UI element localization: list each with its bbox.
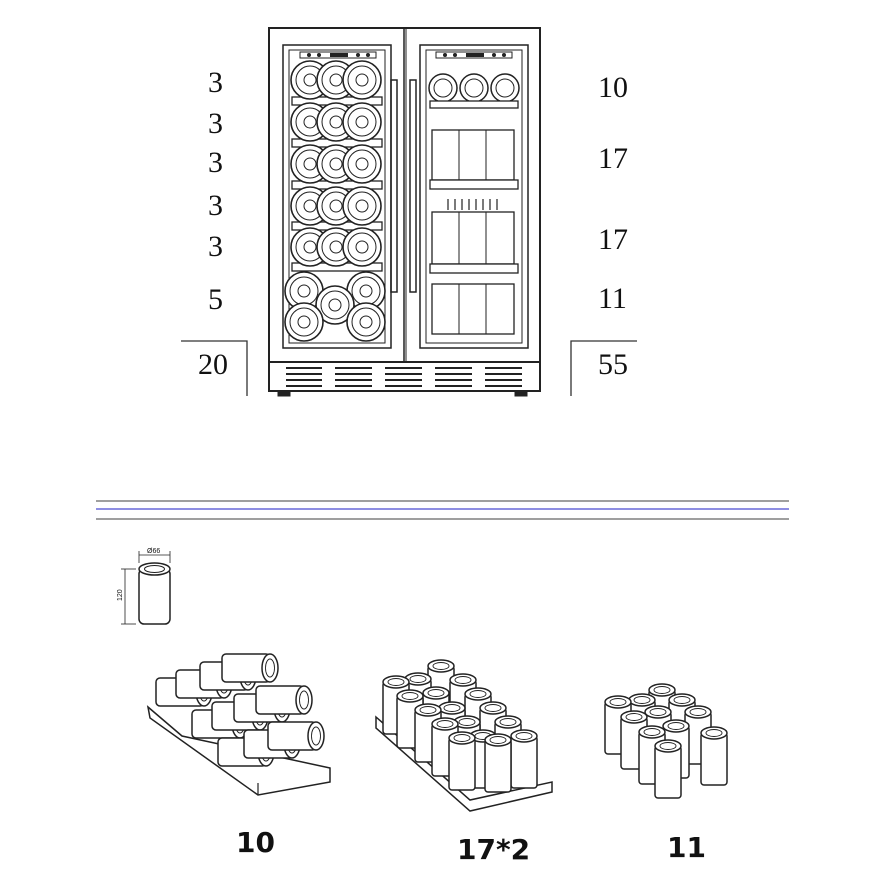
right-shelf-count-3: 17 [598, 223, 628, 256]
left-shelf-count-4: 3 [208, 189, 223, 222]
left-shelf-count-1: 3 [208, 66, 223, 99]
tray-1-capacity: 10 [236, 826, 275, 859]
can-pack-icon [604, 683, 728, 799]
left-shelf-count-5: 3 [208, 230, 223, 263]
tray-standing-cans-icon [375, 659, 553, 812]
right-shelf-count-2: 17 [598, 142, 628, 175]
right-shelf-count-1: 10 [598, 71, 628, 104]
can-diameter-label: Ø66 [147, 548, 160, 555]
separator-lines [96, 500, 789, 520]
control-panel-icon [299, 51, 513, 59]
cabinet [268, 27, 541, 397]
tray-lying-cans-icon [146, 653, 331, 796]
can-height-label: 120 [117, 589, 124, 601]
total-brackets [181, 340, 637, 396]
tray-2-capacity: 17*2 [457, 833, 531, 866]
left-shelf-count-3: 3 [208, 146, 223, 179]
left-total: 20 [198, 348, 228, 381]
can-dimension-icon [121, 551, 171, 625]
right-shelf-count-4: 11 [598, 282, 627, 315]
right-compartment [428, 73, 520, 335]
left-shelf-count-2: 3 [208, 107, 223, 140]
vent-grille [286, 367, 522, 387]
left-bottle-rows [284, 60, 386, 342]
left-shelf-count-6: 5 [208, 283, 223, 316]
right-total: 55 [598, 348, 628, 381]
tray-3-capacity: 11 [667, 831, 706, 864]
